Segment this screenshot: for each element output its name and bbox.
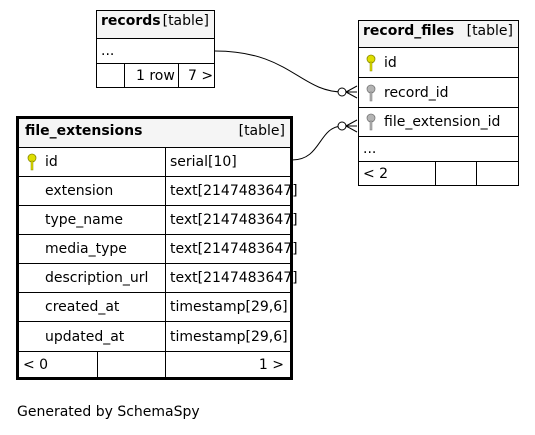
column-name: file_extension_id [384, 114, 501, 130]
column-row[interactable]: created_at timestamp[29,6] [19, 293, 290, 322]
column-row[interactable]: record_id [359, 78, 518, 108]
column-name: id [384, 54, 397, 71]
children-count: 7 > [188, 67, 214, 84]
parents-count: < 0 [23, 356, 49, 373]
column-type: text[2147483647] [170, 241, 298, 257]
records-footer-row: 1 row 7 > [97, 64, 214, 87]
children-count: 1 > [258, 356, 284, 373]
table-kind: [table] [466, 23, 513, 39]
table-kind: [table] [238, 123, 285, 139]
column-name: media_type [45, 241, 127, 257]
column-row[interactable]: file_extension_id [359, 108, 518, 137]
primary-key-icon [366, 54, 376, 71]
column-type: text[2147483647] [170, 212, 298, 228]
column-type: serial[10] [170, 154, 237, 170]
column-name: created_at [45, 299, 120, 315]
generated-by-footer: Generated by SchemaSpy [17, 404, 200, 420]
table-name: record_files [363, 23, 455, 39]
column-name: record_id [384, 84, 449, 101]
edge-file-extensions-to-record-files [291, 125, 344, 161]
primary-key-icon [27, 153, 37, 171]
row-count: 1 row [136, 67, 175, 84]
column-row[interactable]: description_url text[2147483647] [19, 264, 298, 293]
column-row[interactable]: media_type text[2147483647] [19, 235, 298, 264]
records-ellipsis-row: ... [97, 39, 214, 64]
column-name: type_name [45, 212, 123, 228]
column-row[interactable]: id serial[10] [19, 148, 290, 177]
edge-file-extensions-crowfoot [345, 119, 358, 133]
column-type: text[2147483647] [170, 270, 298, 286]
edge-records-crowfoot [345, 85, 358, 99]
file-extensions-table-header: file_extensions [table] [19, 119, 290, 148]
record-files-footer-row: < 2 [359, 162, 518, 185]
ellipsis: ... [101, 43, 115, 59]
table-name: file_extensions [25, 123, 143, 139]
ellipsis: ... [363, 141, 377, 157]
record-files-ellipsis-row: ... [359, 137, 518, 162]
record-files-table[interactable]: record_files [table] id record_id file_e… [358, 20, 519, 186]
table-kind: [table] [162, 13, 209, 29]
edge-records-to-record-files [214, 50, 344, 93]
foreign-key-icon [366, 113, 376, 131]
parents-count: < 2 [363, 165, 389, 182]
column-name: extension [45, 183, 114, 199]
file-extensions-table[interactable]: file_extensions [table] id serial[10] exte… [16, 116, 298, 380]
edge-file-extensions-optional-marker [337, 121, 347, 131]
column-row[interactable]: extension text[2147483647] [19, 177, 298, 206]
file-extensions-footer-row: < 0 1 > [19, 351, 290, 377]
column-row[interactable]: id [359, 48, 518, 78]
record-files-table-header: record_files [table] [359, 21, 518, 48]
edge-records-optional-marker [337, 87, 347, 97]
records-table-header: records [table] [97, 11, 214, 39]
table-name: records [101, 13, 161, 29]
column-row[interactable]: type_name text[2147483647] [19, 206, 298, 235]
column-type: text[2147483647] [170, 183, 298, 199]
column-name: id [45, 154, 58, 170]
records-table[interactable]: records [table] ... 1 row 7 > [96, 10, 215, 88]
column-name: updated_at [45, 328, 125, 345]
column-type: timestamp[29,6] [170, 299, 288, 315]
column-row[interactable]: updated_at timestamp[29,6] [19, 322, 290, 351]
column-type: timestamp[29,6] [170, 328, 288, 345]
foreign-key-icon [366, 84, 376, 101]
column-name: description_url [45, 270, 149, 286]
